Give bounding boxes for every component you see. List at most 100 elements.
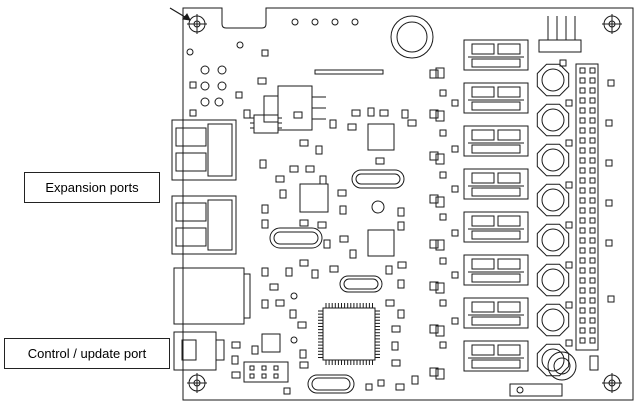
smd-component (391, 325, 401, 333)
mcu-qfp (318, 303, 380, 365)
smd-component (429, 281, 439, 291)
label-control-update-port: Control / update port (4, 338, 170, 369)
smd-component (451, 229, 459, 237)
smd-component (231, 355, 239, 365)
tactile-button (536, 303, 570, 337)
smd-component (439, 129, 447, 137)
smd-component (605, 199, 613, 207)
smd-component (347, 123, 357, 131)
chip-b (299, 183, 329, 213)
smd-component (261, 49, 269, 57)
smd-component (261, 204, 269, 214)
label-expansion-ports: Expansion ports (24, 172, 160, 203)
smd-component (439, 89, 447, 97)
pin-header-top (538, 16, 582, 53)
smd-component (329, 265, 339, 273)
smd-component (429, 239, 439, 249)
smd-component (605, 159, 613, 167)
smd-component (429, 324, 439, 334)
smd-component (299, 219, 309, 227)
smd-component (351, 109, 361, 117)
chip-a (367, 123, 395, 151)
smd-component (565, 301, 573, 309)
regulator (263, 85, 326, 131)
smd-component (349, 249, 357, 259)
smd-component (451, 317, 459, 325)
crystal-3 (339, 275, 383, 293)
smd-component (189, 81, 197, 89)
smd-component (329, 119, 337, 129)
smd-component (429, 109, 439, 119)
crystal-2 (269, 227, 323, 249)
pin-strip-right (575, 63, 599, 351)
smd-component (451, 99, 459, 107)
smd-component (311, 269, 319, 279)
pin-header-bottom (243, 361, 289, 383)
tactile-button (536, 223, 570, 257)
tactile-button (536, 103, 570, 137)
smd-component (293, 111, 303, 119)
smd-component (565, 99, 573, 107)
smd-component (401, 109, 409, 119)
smd-component (297, 321, 307, 329)
smd-component (299, 139, 309, 147)
smd-component (339, 205, 347, 215)
smd-component (231, 371, 241, 379)
smd-component (439, 171, 447, 179)
usb-port (435, 39, 529, 79)
smd-component (565, 221, 573, 229)
tactile-button (536, 263, 570, 297)
smd-component (391, 359, 401, 367)
chip-c (367, 229, 395, 257)
smd-component (231, 341, 241, 349)
smd-component (605, 239, 613, 247)
smd-component (565, 261, 573, 269)
smd-component (299, 361, 309, 369)
smd-component (397, 309, 405, 319)
chip-d (261, 333, 281, 353)
smd-component (397, 221, 405, 231)
smd-component (337, 189, 347, 197)
smd-component (189, 109, 197, 117)
tactile-button (536, 183, 570, 217)
smd-component (451, 271, 459, 279)
expansion-port-1 (171, 119, 237, 181)
tactile-button (536, 63, 570, 97)
smd-component (397, 279, 405, 289)
smd-component (269, 283, 279, 291)
smd-component (261, 299, 269, 309)
smd-component (275, 175, 285, 183)
smd-component (565, 181, 573, 189)
smd-component (451, 185, 459, 193)
smd-component (439, 299, 447, 307)
smd-component (605, 119, 613, 127)
smd-component (299, 349, 307, 359)
usb-port (435, 254, 529, 294)
control-update-port (173, 331, 225, 371)
smd-component (375, 157, 385, 165)
smd-component (299, 259, 309, 267)
mounting-hole-br (602, 373, 622, 393)
smd-component (429, 367, 439, 377)
smd-component (275, 299, 285, 307)
mounting-hole-bl (187, 373, 207, 393)
smd-component (283, 387, 291, 395)
expansion-port-2 (171, 195, 237, 255)
usb-port (435, 340, 529, 380)
smd-component (607, 79, 615, 87)
smd-component (285, 267, 293, 277)
crystal-1 (351, 169, 405, 189)
smd-component (559, 59, 567, 67)
mounting-hole-tr (602, 14, 622, 34)
smd-component (377, 379, 385, 387)
smd-component (367, 107, 375, 117)
smd-component (289, 309, 297, 319)
smd-component (235, 91, 243, 99)
smd-component (261, 219, 269, 229)
ethernet-jack (173, 267, 251, 325)
speaker (547, 351, 577, 381)
smd-component (289, 165, 299, 173)
smd-component (395, 383, 405, 391)
smd-component (411, 375, 419, 385)
smd-component (319, 175, 327, 185)
